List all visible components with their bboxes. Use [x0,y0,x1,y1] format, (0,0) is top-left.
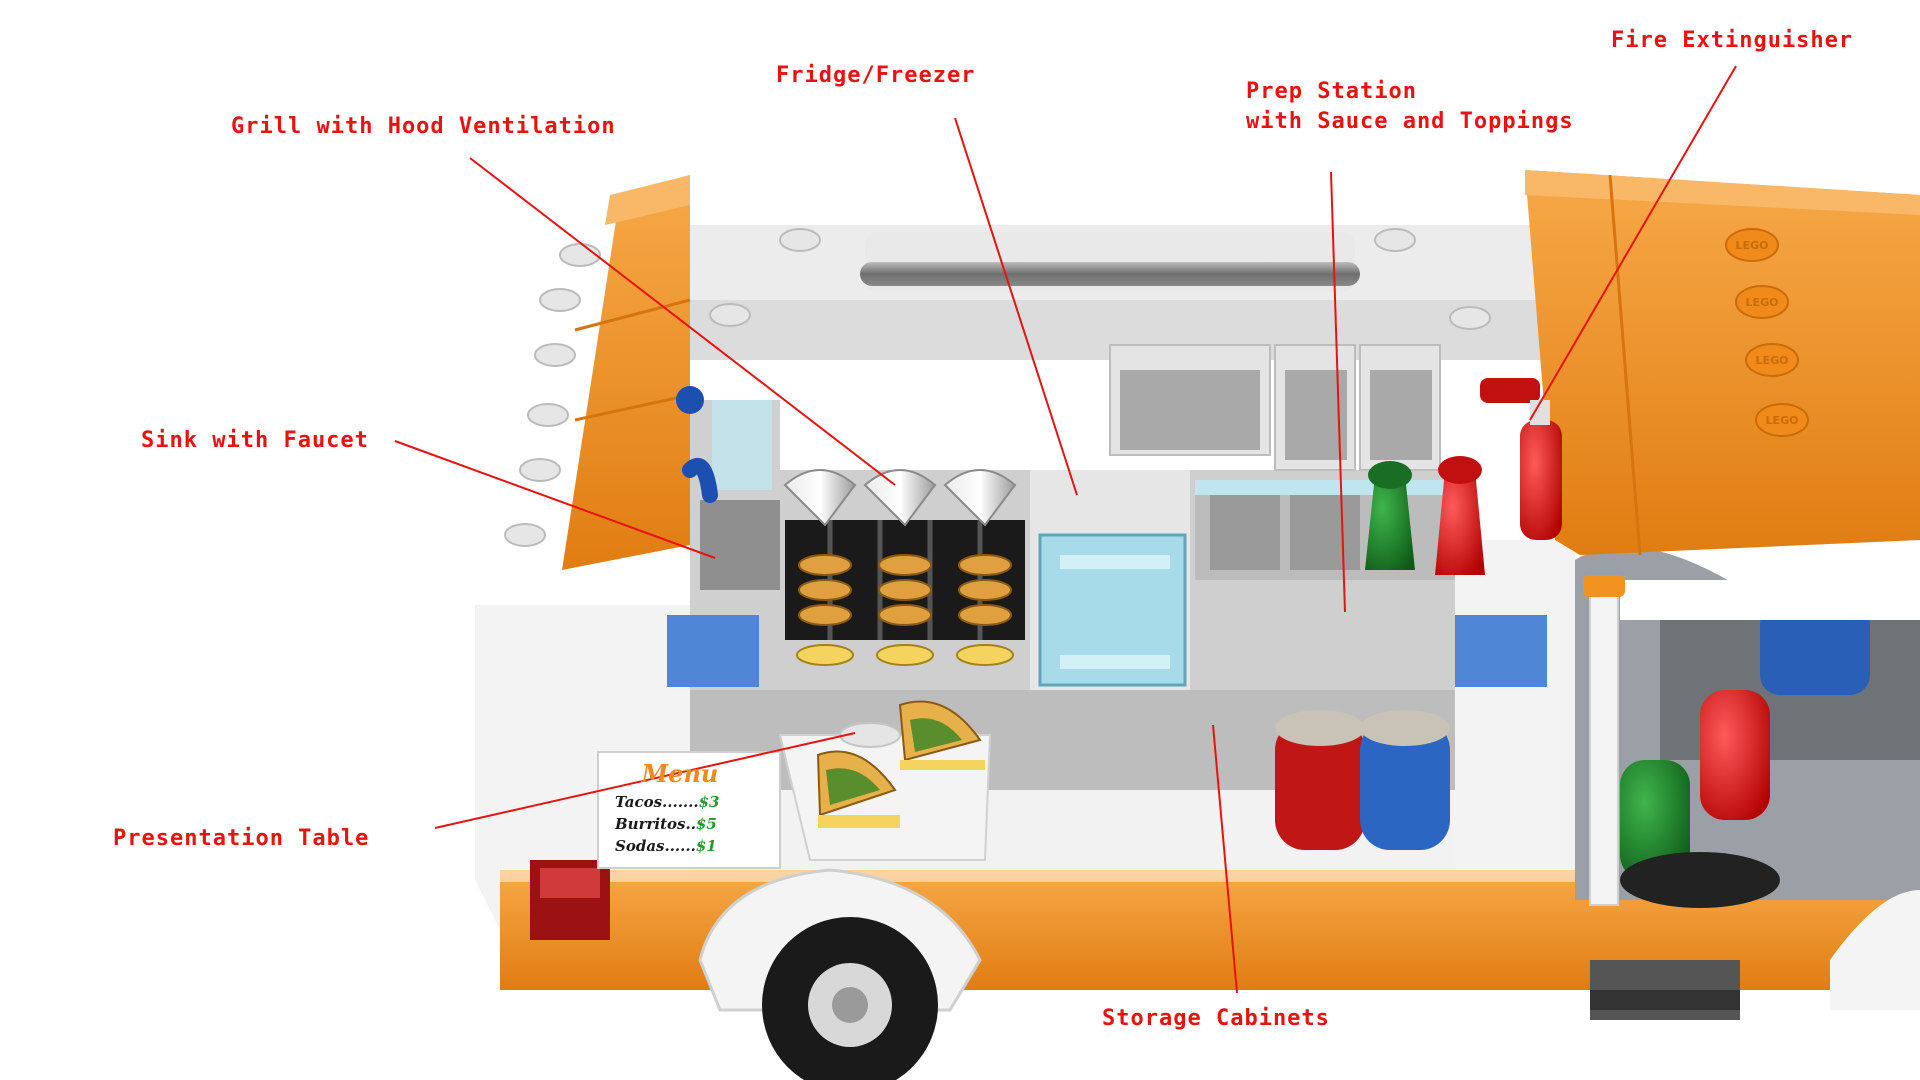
storage-jars [1275,710,1450,850]
prep-station [1109,344,1485,580]
leader-sink [394,440,716,559]
studs-left [504,228,1491,547]
label-fridge-freezer: Fridge/Freezer [776,63,976,88]
leader-storage [1212,724,1238,994]
menu-item-name: Burritos.. [615,815,696,833]
stud-text: LEGO [1756,354,1789,367]
leader-prep [1330,171,1346,613]
label-prep-station: Prep Station with Sauce and Toppings [1246,79,1574,134]
soda-bottles [1620,690,1780,908]
stud-text: LEGO [1746,296,1779,309]
tail-light [530,860,610,940]
rear-wheel [698,868,982,1080]
right-roof-panel: LEGO LEGO LEGO LEGO [1525,170,1920,556]
menu-item-price: $3 [698,793,720,811]
label-sink: Sink with Faucet [141,428,369,453]
stud-text: LEGO [1766,414,1799,427]
leader-fridge [954,117,1078,496]
leader-lines [394,65,1737,994]
left-roof-panel [562,175,691,570]
menu-item: Sodas......$1 [615,837,717,855]
label-presentation-table: Presentation Table [113,826,370,851]
pole [1583,575,1625,906]
front-wheel [1590,890,1920,1020]
grill [783,469,1025,666]
menu-item-price: $5 [695,815,717,833]
menu-item: Tacos.......$3 [615,793,719,811]
label-grill: Grill with Hood Ventilation [231,114,616,139]
leader-fire [1529,65,1737,421]
menu-item-name: Tacos....... [615,793,699,811]
blue-block [1455,615,1547,687]
sink [667,386,780,687]
presentation-table [778,700,992,861]
fridge-freezer [1030,470,1190,690]
menu: Menu Tacos.......$3 Burritos..$5 Sodas..… [605,757,771,865]
menu-title: Menu [641,759,719,788]
menu-item-name: Sodas...... [615,837,696,855]
menu-item: Burritos..$5 [615,815,717,833]
leader-grill [469,157,896,486]
fire-extinguisher [1480,378,1562,540]
label-fire-extinguisher: Fire Extinguisher [1611,28,1854,53]
menu-item-price: $1 [695,837,717,855]
label-storage-cabinets: Storage Cabinets [1102,1006,1330,1031]
stud-text: LEGO [1736,239,1769,252]
leader-table [434,732,856,829]
